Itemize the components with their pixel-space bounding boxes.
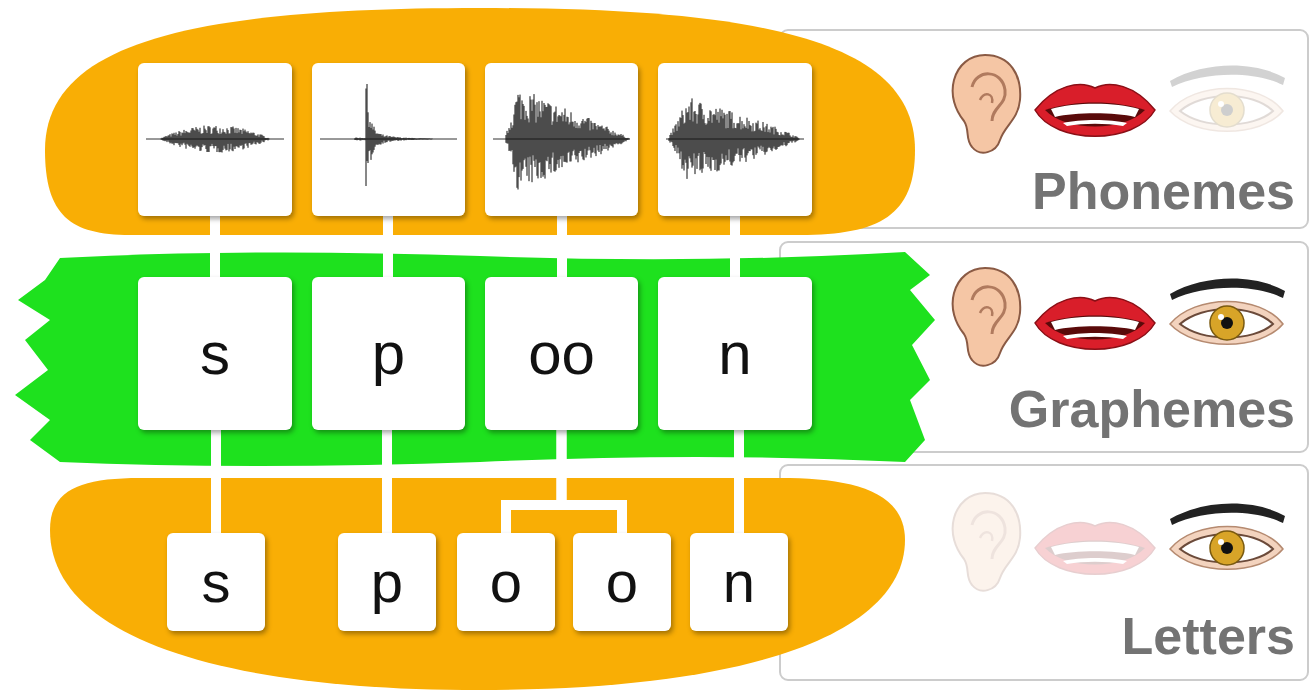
waveform-trace [355, 84, 432, 186]
letter-box: o [457, 533, 555, 631]
waveform [146, 84, 804, 190]
ear-icon [953, 493, 1021, 591]
node-text: oo [528, 324, 595, 384]
mouth-icon [1035, 84, 1155, 136]
node-text: o [606, 553, 638, 611]
layer-label: Letters [935, 598, 1295, 674]
waveform-box [658, 63, 812, 216]
mouth-icon [1035, 297, 1155, 349]
node-text: n [718, 324, 751, 384]
letter-box: p [338, 533, 436, 631]
grapheme-letter-link [562, 430, 623, 533]
grapheme-box: n [658, 277, 812, 430]
phoneme-link [210, 210, 220, 280]
node-text: Phonemes [1032, 165, 1295, 217]
phoneme-link [557, 210, 567, 280]
top-bun [45, 8, 915, 235]
node-text: n [723, 553, 755, 611]
node-text: s [202, 553, 231, 611]
ear-icon [953, 55, 1021, 153]
eye-icon [1170, 66, 1285, 132]
phoneme-link [383, 210, 393, 280]
lettuce [15, 252, 935, 466]
waveform-trace [160, 126, 270, 153]
grapheme-box: s [138, 277, 292, 430]
eye-icon [1170, 504, 1285, 570]
node-text: p [372, 324, 405, 384]
letter-box: o [573, 533, 671, 631]
node-text: p [371, 553, 403, 611]
node-text: Letters [1122, 610, 1295, 662]
node-text: s [200, 324, 230, 384]
waveform-trace [668, 98, 800, 178]
grapheme-letter-link [382, 430, 392, 533]
layer-label: Phonemes [935, 153, 1295, 229]
grapheme-letter-link [211, 430, 221, 533]
node-text: o [490, 553, 522, 611]
ear-icon [953, 268, 1021, 366]
letter-box: s [167, 533, 265, 631]
grapheme-box: oo [485, 277, 638, 430]
bottom-bun [50, 478, 905, 690]
letter-box: n [690, 533, 788, 631]
layer-label: Graphemes [935, 371, 1295, 447]
waveform-box [138, 63, 292, 216]
eye-icon [1170, 279, 1285, 345]
waveform-box [485, 63, 638, 216]
waveform-box [312, 63, 465, 216]
mouth-icon [1035, 522, 1155, 574]
phoneme-link [730, 210, 740, 280]
waveform-trace [505, 94, 630, 189]
grapheme-box: p [312, 277, 465, 430]
node-text: Graphemes [1009, 383, 1295, 435]
grapheme-letter-link [734, 430, 744, 533]
grapheme-letter-link [506, 430, 562, 533]
